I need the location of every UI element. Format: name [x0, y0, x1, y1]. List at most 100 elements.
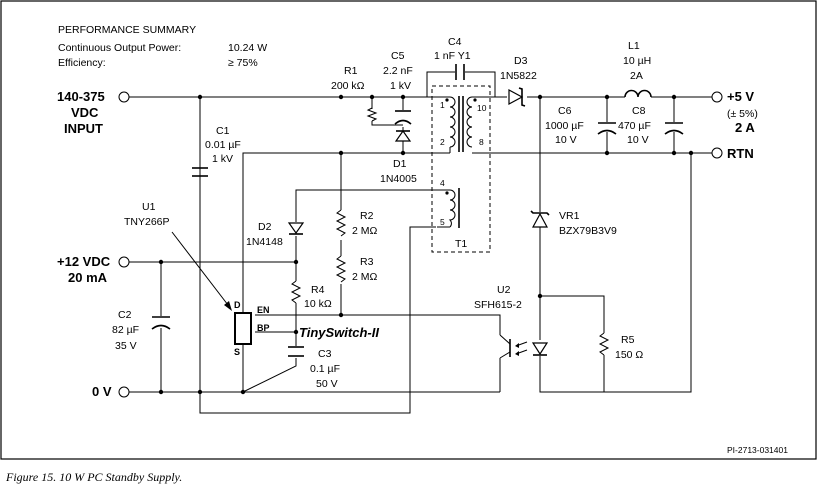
ic-brand: TinySwitch-II: [299, 325, 379, 340]
c2-value: 82 µF: [112, 324, 139, 336]
t1-pin-5: 5: [440, 217, 445, 227]
c5-ref: C5: [391, 50, 405, 62]
resistor-r2-symbol: [335, 209, 347, 237]
input-terminal-12v: [118, 256, 130, 268]
c6-rating: 10 V: [555, 134, 577, 146]
input-label-line-2: VDC: [71, 105, 99, 120]
summary-efficiency-label: Efficiency:: [58, 57, 106, 69]
input-terminal-hv: [118, 91, 130, 103]
vr1-part: BZX79B3V9: [559, 225, 617, 237]
zener-vr1-symbol: [530, 210, 550, 228]
input-label-line-3: INPUT: [64, 121, 103, 136]
c1-rating: 1 kV: [212, 153, 233, 165]
figure-frame: [0, 0, 817, 460]
t1-pin-1: 1: [440, 100, 445, 110]
d3-part: 1N5822: [500, 70, 537, 82]
r5-value: 150 Ω: [615, 349, 643, 361]
r4-value: 10 kΩ: [304, 298, 332, 310]
output-return: RTN: [727, 146, 754, 161]
aux-input-current: 20 mA: [68, 270, 108, 285]
ground-terminal: [118, 386, 130, 398]
diode-d3-symbol: [508, 87, 526, 107]
r1-value: 200 kΩ: [331, 80, 365, 92]
input-label: 140-375 VDC INPUT: [57, 89, 105, 136]
t1-pin-4: 4: [440, 178, 445, 188]
vr1-ref: VR1: [559, 210, 580, 222]
t1-pin-2: 2: [440, 137, 445, 147]
opto-transistor-symbol: [499, 334, 528, 359]
resistor-r5-symbol: [598, 332, 610, 356]
r2-value: 2 MΩ: [352, 225, 378, 237]
summary-heading: PERFORMANCE SUMMARY: [58, 24, 196, 36]
c3-value: 0.1 µF: [310, 363, 340, 375]
t1-ref: T1: [455, 238, 467, 250]
r5-ref: R5: [621, 334, 635, 346]
r1-ref: R1: [344, 65, 358, 77]
l1-ref: L1: [628, 40, 640, 52]
c1-ref: C1: [216, 125, 230, 137]
d2-part: 1N4148: [246, 236, 283, 248]
c2-ref: C2: [118, 309, 132, 321]
output-voltage: +5 V: [727, 89, 754, 104]
capacitor-c3-symbol: [288, 346, 304, 357]
summary-power-value: 10.24 W: [228, 42, 267, 54]
wiring: [124, 71, 712, 414]
inductor-l1-symbol: [624, 89, 652, 98]
opto-led-symbol: [531, 342, 549, 356]
capacitor-c4-symbol: [455, 64, 465, 80]
input-label-line-1: 140-375: [57, 89, 105, 104]
capacitor-c2-symbol: [151, 316, 171, 330]
c3-rating: 50 V: [316, 378, 338, 390]
c4-ref: C4: [448, 36, 462, 48]
figure-caption: Figure 15. 10 W PC Standby Supply.: [6, 470, 183, 484]
output-terminal-rtn: [711, 147, 723, 159]
l1-rating: 2A: [630, 70, 643, 82]
performance-summary: PERFORMANCE SUMMARY Continuous Output Po…: [58, 24, 267, 69]
u1-pin-en: EN: [257, 305, 270, 315]
c5-value: 2.2 nF: [383, 65, 413, 77]
drawing-part-number: PI-2713-031401: [727, 445, 788, 455]
r2-ref: R2: [360, 210, 374, 222]
aux-input-voltage: +12 VDC: [57, 254, 111, 269]
junction-dots: [158, 94, 694, 395]
c3-ref: C3: [318, 348, 332, 360]
d2-ref: D2: [258, 221, 272, 233]
c5-rating: 1 kV: [390, 80, 411, 92]
u2-part: SFH615-2: [474, 299, 522, 311]
capacitor-c6-symbol: [597, 122, 617, 135]
diode-d2-symbol: [287, 222, 305, 235]
r4-ref: R4: [311, 284, 325, 296]
c4-value: 1 nF Y1: [434, 50, 471, 62]
output-current: 2 A: [735, 120, 755, 135]
c8-value: 470 µF: [618, 120, 651, 132]
d1-part: 1N4005: [380, 173, 417, 185]
diode-d1-symbol: [394, 129, 412, 142]
r3-value: 2 MΩ: [352, 271, 378, 283]
ground-label: 0 V: [92, 384, 112, 399]
u1-pin-bp: BP: [257, 323, 270, 333]
resistor-r1-symbol: [366, 107, 378, 122]
c2-rating: 35 V: [115, 340, 137, 352]
u1-pin-s: S: [234, 347, 240, 357]
d3-ref: D3: [514, 55, 528, 67]
c8-rating: 10 V: [627, 134, 649, 146]
l1-value: 10 µH: [623, 55, 651, 67]
summary-efficiency-value: ≥ 75%: [228, 57, 258, 69]
output-tolerance: (± 5%): [727, 108, 758, 120]
t1-pin-8: 8: [479, 137, 484, 147]
capacitor-c1-symbol: [192, 167, 208, 177]
c6-ref: C6: [558, 105, 572, 117]
d1-ref: D1: [393, 158, 407, 170]
u1-part: TNY266P: [124, 216, 170, 228]
c6-value: 1000 µF: [545, 120, 584, 132]
r3-ref: R3: [360, 256, 374, 268]
t1-pin-10: 10: [477, 103, 487, 113]
u1-pin-d: D: [234, 300, 241, 310]
resistor-r3-symbol: [335, 255, 347, 283]
ic-u1: D EN BP S TinySwitch-II: [171, 231, 379, 357]
transformer-t1: 1 2 4 5 10 8: [431, 85, 491, 253]
capacitor-c5-symbol: [394, 110, 412, 125]
u2-ref: U2: [497, 284, 511, 296]
output-terminal-5v: [711, 91, 723, 103]
capacitor-c8-symbol: [664, 122, 684, 135]
